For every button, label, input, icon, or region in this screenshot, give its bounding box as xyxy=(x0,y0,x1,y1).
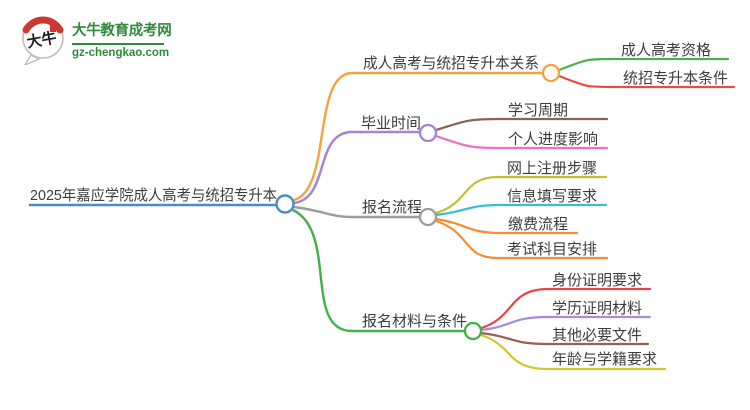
leaf-connector-adult-exam-qualification xyxy=(557,57,730,72)
leaf-label-age-enrollment: 年龄与学籍要求 xyxy=(552,351,657,368)
root-node-circle xyxy=(275,194,295,214)
branch-node-circle-signup-process xyxy=(418,207,438,227)
branch-connector-graduation-time xyxy=(292,130,422,205)
leaf-label-payment-process: 缴费流程 xyxy=(508,216,568,233)
leaf-connector-tongzhao-condition xyxy=(557,74,736,89)
leaf-label-personal-progress: 个人进度影响 xyxy=(508,131,598,148)
leaf-label-exam-subjects: 考试科目安排 xyxy=(507,241,597,258)
leaf-label-online-registration: 网上注册步骤 xyxy=(507,160,597,177)
leaf-connector-exam-subjects xyxy=(434,219,609,260)
site-logo: 大牛 大牛教育成考网 gz-chengkao.com xyxy=(20,15,172,65)
branch-node-circle-graduation-time xyxy=(418,123,438,143)
logo-divider xyxy=(72,43,164,46)
leaf-connector-study-cycle xyxy=(434,117,609,132)
leaf-label-other-documents: 其他必要文件 xyxy=(552,327,642,344)
leaf-label-adult-exam-qualification: 成人高考资格 xyxy=(621,42,711,59)
leaf-connector-info-filling xyxy=(434,203,608,217)
leaf-connector-online-registration xyxy=(434,175,608,215)
leaf-label-education-proof: 学历证明材料 xyxy=(552,300,642,317)
branch-node-circle-relation xyxy=(541,63,561,83)
branch-label-signup-process: 报名流程 xyxy=(362,199,422,216)
branch-connector-relation xyxy=(292,71,545,202)
leaf-connector-payment-process xyxy=(434,217,579,235)
leaf-connector-personal-progress xyxy=(434,134,609,150)
leaf-label-identity-proof: 身份证明要求 xyxy=(552,272,642,289)
daniu-logo-icon: 大牛 xyxy=(22,16,64,65)
logo-icon-text: 大牛 xyxy=(25,29,58,52)
site-url: gz-chengkao.com xyxy=(72,47,170,60)
leaf-label-tongzhao-condition: 统招专升本条件 xyxy=(623,70,728,87)
leaf-connector-identity-proof xyxy=(479,287,652,330)
branch-connector-materials xyxy=(291,208,467,333)
branch-node-circle-materials xyxy=(463,321,483,341)
leaf-connector-education-proof xyxy=(479,315,652,332)
leaf-label-study-cycle: 学习周期 xyxy=(508,102,568,119)
branch-label-materials: 报名材料与条件 xyxy=(362,313,467,330)
branch-connector-signup-process xyxy=(292,205,422,219)
branch-label-graduation-time: 毕业时间 xyxy=(361,115,421,132)
leaf-connector-age-enrollment xyxy=(479,333,667,371)
root-node-label: 2025年嘉应学院成人高考与统招专升本 xyxy=(30,186,277,204)
branch-label-relation: 成人高考与统招专升本关系 xyxy=(363,55,539,72)
leaf-label-info-filling: 信息填写要求 xyxy=(507,188,597,205)
leaf-connector-other-documents xyxy=(479,331,650,346)
site-name: 大牛教育成考网 xyxy=(72,22,172,39)
